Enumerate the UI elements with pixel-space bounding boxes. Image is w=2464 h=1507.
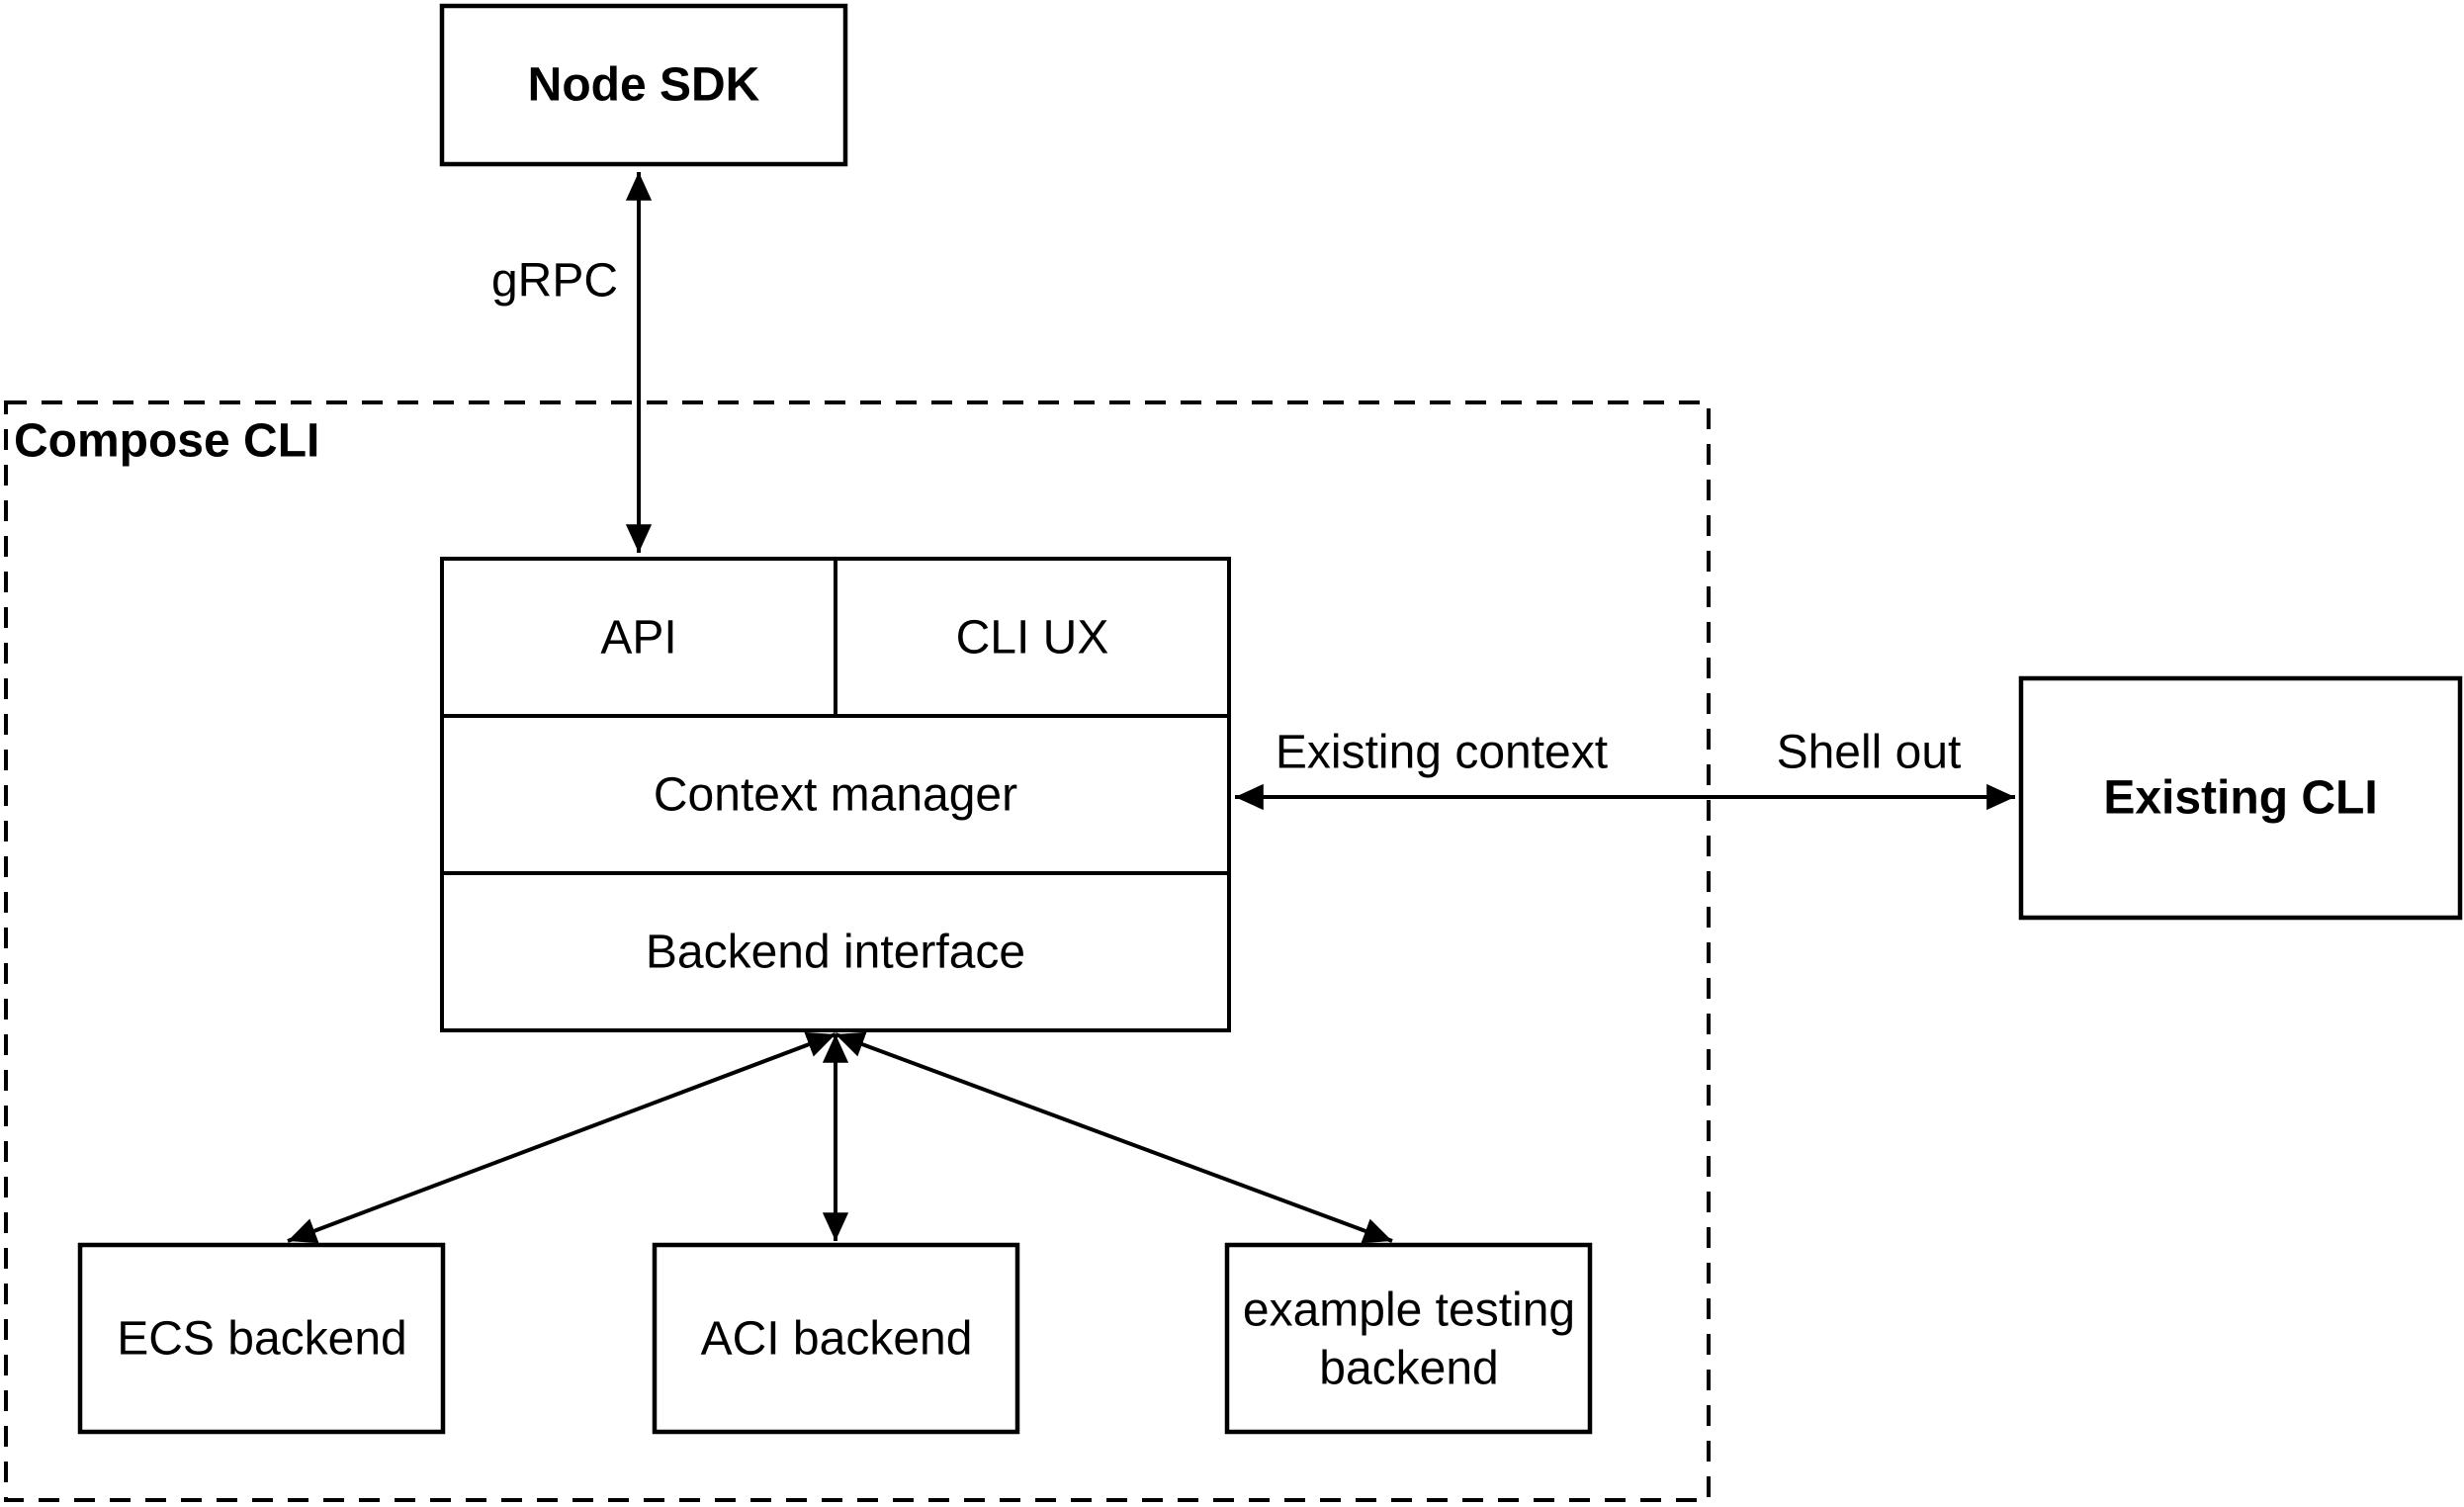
existing-cli-box [2018,675,2463,921]
ecs-backend-label: ECS backend [117,1313,407,1366]
existing-cli-label: Existing CLI [2103,772,2377,825]
existing-cli-node: Existing CLI [2018,675,2463,921]
aci-backend-box [652,1242,1020,1435]
aci-backend-label: ACI backend [701,1313,973,1366]
compose-cli-group-label: Compose CLI [14,415,319,468]
example-testing-backend-label-line2: backend [1319,1343,1498,1395]
example-testing-backend-node: example testing backend [1224,1242,1593,1435]
backend-interface-label: Backend interface [646,927,1025,979]
shell-out-edge-label: Shell out [1777,727,1962,779]
node-sdk-node: Node SDK [439,3,848,167]
ecs-backend-box [77,1242,446,1435]
example-testing-backend-label-line1: example testing [1243,1285,1575,1337]
cli-ux-label: CLI UX [956,612,1109,665]
compose-cli-stack: API CLI UX Context manager Backend inter… [440,557,1231,1032]
backend-interface-ecs-arrow [287,1031,836,1244]
node-sdk-label: Node SDK [528,59,760,112]
example-testing-backend-box [1224,1242,1593,1435]
compose-cli-group-border [4,400,1711,1502]
node-sdk-box [439,3,848,167]
grpc-edge-label: gRPC [491,255,618,308]
backend-interface-example-arrow [835,1031,1393,1244]
ecs-backend-node: ECS backend [77,1242,446,1435]
context-manager-label: Context manager [654,769,1017,822]
api-label: API [600,612,676,665]
aci-backend-node: ACI backend [652,1242,1020,1435]
existing-context-edge-label: Existing context [1276,727,1608,779]
